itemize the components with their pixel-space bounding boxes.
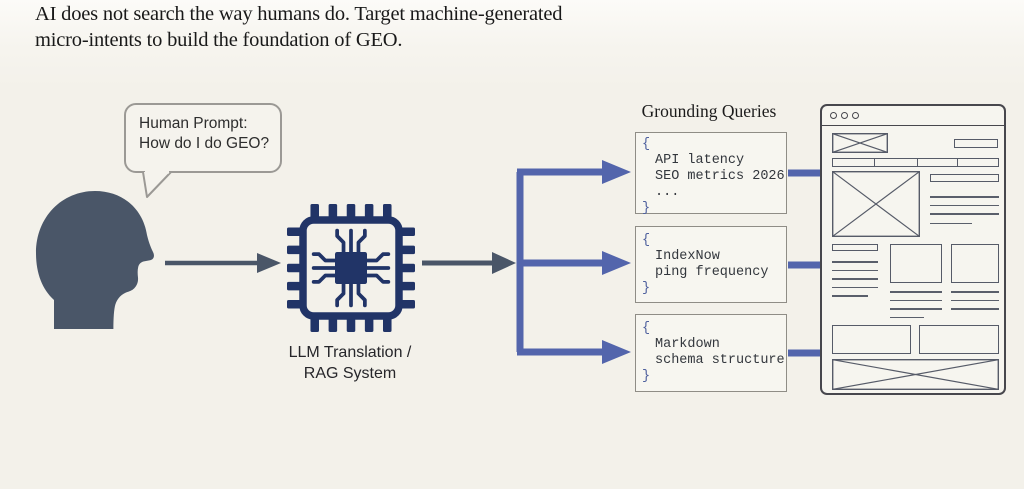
nav-divider (874, 159, 875, 166)
text-line (930, 222, 972, 225)
text-line (930, 196, 999, 198)
query3-close-brace: } (642, 369, 651, 384)
query1-line3: ... (655, 185, 680, 200)
chip-label-line1: LLM Translation / (288, 344, 412, 361)
subhead-placeholder (832, 244, 878, 251)
text-line (890, 291, 942, 293)
arrow-head-to-chip-icon (165, 253, 281, 273)
query3-line2: schema structure (655, 353, 785, 368)
query2-line1: IndexNow (655, 249, 720, 264)
query3-line1: Markdown (655, 337, 720, 352)
text-line (890, 299, 942, 302)
grounding-query-box-3: { Markdown schema structure } (635, 314, 787, 392)
text-line (951, 299, 999, 302)
webpage-wireframe (820, 104, 1006, 395)
slide-title: AI does not search the way humans do. Ta… (35, 2, 635, 53)
slide-title-line1: AI does not search the way humans do. Ta… (35, 3, 563, 25)
text-line (832, 295, 868, 297)
query2-close-brace: } (642, 281, 651, 296)
text-line (930, 204, 999, 207)
human-head-icon (36, 191, 154, 329)
text-line (832, 278, 878, 280)
header-button-placeholder (954, 139, 998, 148)
text-line (832, 269, 878, 272)
footer-image-placeholder-icon (832, 359, 999, 390)
nav-divider (957, 159, 958, 166)
query2-open-brace: { (642, 233, 651, 248)
cpu-chip-icon (287, 204, 415, 332)
grounding-query-box-2: { IndexNow ping frequency } (635, 226, 787, 303)
branch-arrows-icon (422, 160, 631, 364)
grounding-queries-heading: Grounding Queries (641, 101, 777, 121)
query1-line2: SEO metrics 2026 (655, 169, 785, 184)
query1-close-brace: } (642, 201, 651, 216)
query1-line1: API latency (655, 153, 745, 168)
human-prompt-bubble: Human Prompt: How do I do GEO? (124, 103, 282, 173)
query2-line2: ping frequency (655, 265, 769, 280)
text-line (930, 213, 999, 215)
navbar-placeholder (832, 158, 999, 167)
text-line (890, 316, 924, 319)
text-line (832, 261, 878, 263)
grounding-query-box-1: { API latency SEO metrics 2026 ... } (635, 132, 787, 216)
chip-label-line2: RAG System (303, 365, 397, 382)
logo-placeholder-icon (832, 133, 888, 153)
window-dot-icon (852, 112, 859, 119)
chip-label: LLM Translation / RAG System (262, 342, 438, 384)
nav-divider (917, 159, 918, 166)
text-line (951, 291, 999, 293)
card-image-placeholder (890, 244, 942, 283)
bubble-line2: How do I do GEO? (139, 135, 270, 152)
hero-image-placeholder-icon (832, 171, 920, 237)
footer-block-placeholder (832, 325, 911, 354)
bubble-tail (142, 171, 172, 198)
text-line (832, 286, 878, 289)
headline-placeholder (930, 174, 999, 182)
text-line (890, 308, 942, 310)
footer-block-placeholder (919, 325, 999, 354)
window-dot-icon (841, 112, 848, 119)
query1-open-brace: { (642, 137, 651, 152)
card-image-placeholder (951, 244, 999, 283)
query3-open-brace: { (642, 321, 651, 336)
browser-topbar (822, 106, 1004, 126)
slide-title-line2: micro-intents to build the foundation of… (35, 28, 403, 51)
window-dot-icon (830, 112, 837, 119)
bubble-line1: Human Prompt: (139, 115, 248, 132)
text-line (951, 308, 999, 310)
